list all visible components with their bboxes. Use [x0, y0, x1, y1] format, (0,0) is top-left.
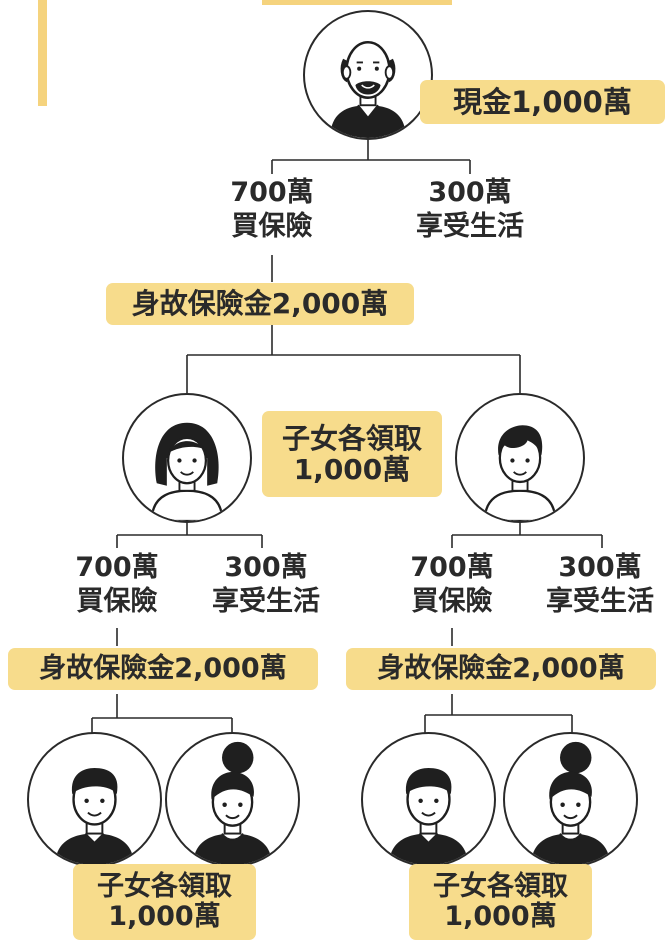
boy-icon	[389, 768, 468, 865]
root-payout-label: 身故保險金2,000萬	[106, 283, 414, 325]
girl-bun-icon	[193, 741, 272, 865]
boy-icon	[55, 768, 134, 865]
gen2-child-share-line2: 1,000萬	[293, 453, 411, 486]
root-left-amount: 700萬	[230, 177, 314, 208]
branch2-payout-label: 身故保險金2,000萬	[346, 648, 656, 690]
branch1-child-share-line2: 1,000萬	[108, 901, 221, 932]
root-right-use: 享受生活	[416, 210, 524, 242]
branch1-payout-text: 身故保險金2,000萬	[39, 652, 287, 684]
root-asset-label: 現金1,000萬	[420, 80, 665, 124]
root-left-split: 700萬 買保險	[212, 176, 332, 244]
branch1-child-share-line1: 子女各領取	[97, 870, 232, 902]
gen2-child-share-label: 子女各領取 1,000萬	[262, 411, 442, 497]
accent-bar	[38, 0, 47, 106]
bald-man-icon	[330, 40, 406, 138]
branch2-payout-text: 身故保險金2,000萬	[377, 652, 625, 684]
branch2-right-split: 300萬 享受生活	[526, 551, 671, 619]
girl-bun-icon	[531, 741, 610, 865]
gen2-child-share-line1: 子女各領取	[281, 421, 422, 455]
son-avatar	[455, 393, 585, 523]
branch1-right-amount: 300萬	[224, 552, 308, 583]
branch2-child-share-line2: 1,000萬	[444, 901, 557, 932]
root-asset-text: 現金1,000萬	[453, 84, 632, 119]
root-right-split: 300萬 享受生活	[385, 176, 555, 244]
granddaughter-avatar-2	[503, 732, 638, 867]
branch2-right-use: 享受生活	[546, 585, 654, 617]
branch1-left-use: 買保險	[76, 585, 158, 617]
grandson-avatar-2	[361, 732, 496, 867]
root-payout-text: 身故保險金2,000萬	[131, 287, 389, 321]
branch2-child-share-line1: 子女各領取	[433, 870, 568, 902]
branch1-right-use: 享受生活	[212, 585, 320, 617]
daughter-avatar	[122, 393, 252, 523]
top-highlight-edge	[262, 0, 452, 5]
branch1-payout-label: 身故保險金2,000萬	[8, 648, 318, 690]
branch2-child-share-label: 子女各領取 1,000萬	[409, 864, 592, 940]
grandfather-avatar	[303, 10, 433, 140]
branch1-child-share-label: 子女各領取 1,000萬	[73, 864, 256, 940]
woman-long-hair-icon	[150, 422, 224, 521]
branch1-right-split: 300萬 享受生活	[192, 551, 340, 619]
root-right-amount: 300萬	[428, 177, 512, 208]
grandson-avatar-1	[27, 732, 162, 867]
branch1-left-split: 700萬 買保險	[52, 551, 182, 619]
branch2-left-split: 700萬 買保險	[387, 551, 517, 619]
granddaughter-avatar-1	[165, 732, 300, 867]
branch2-left-use: 買保險	[411, 585, 493, 617]
branch2-left-amount: 700萬	[410, 552, 494, 583]
branch1-left-amount: 700萬	[75, 552, 159, 583]
branch2-right-amount: 300萬	[558, 552, 642, 583]
young-man-icon	[483, 425, 557, 521]
root-left-use: 買保險	[231, 210, 313, 242]
